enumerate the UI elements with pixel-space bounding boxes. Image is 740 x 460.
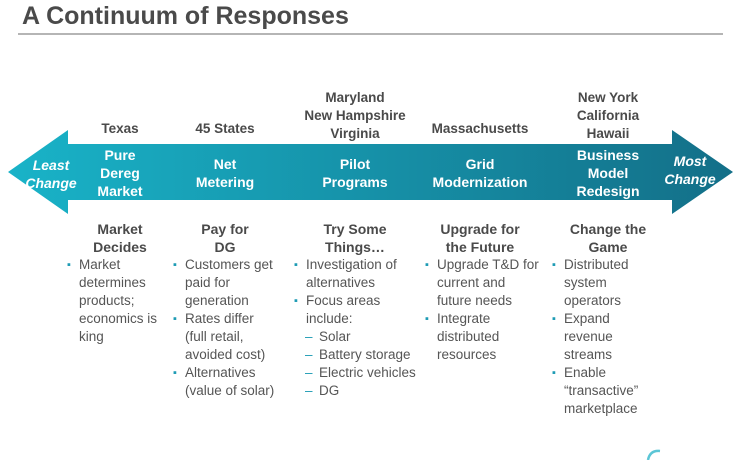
column-heading: Market Decides [93, 221, 147, 255]
double-arrow-shape [8, 130, 733, 214]
sub-list-item: Solar [294, 328, 416, 346]
approach-label: Grid Modernization [432, 156, 528, 190]
sub-list-item: Battery storage [294, 346, 416, 364]
states-label: Texas [101, 121, 139, 136]
column-heading: Upgrade for the Future [440, 221, 520, 255]
page-title: A Continuum of Responses [22, 2, 349, 30]
column-list: Investigation of alternativesFocus areas… [294, 256, 416, 400]
states-label: Massachusetts [431, 121, 529, 136]
approach-label: Pure Dereg Market [97, 147, 143, 199]
bullet-item: Investigation of alternatives [294, 256, 416, 292]
column-heading: Change the Game [569, 221, 647, 255]
column-heading: Pay for DG [201, 221, 249, 255]
approach-label: Net Metering [195, 156, 255, 190]
states-label: 45 States [195, 121, 255, 136]
sub-list-item: DG [294, 382, 416, 400]
bullet-item: Integrate distributed resources [425, 310, 540, 364]
bullet-item: Market determines products; economics is… [67, 256, 169, 346]
bullet-item: Alternatives (value of solar) [173, 364, 278, 400]
column-list: Distributed system operatorsExpand reven… [552, 256, 657, 418]
approach-label: Business Model Redesign [576, 147, 640, 199]
logo-icon [646, 449, 661, 460]
column-heading: Try Some Things… [323, 221, 387, 255]
bullet-item: Upgrade T&D for current and future needs [425, 256, 540, 310]
approach-label: Pilot Programs [322, 156, 388, 190]
bullet-item: Rates differ (full retail, avoided cost) [173, 310, 278, 364]
states-label: Maryland New Hampshire Virginia [304, 90, 406, 141]
bullet-item: Expand revenue streams [552, 310, 657, 364]
most-change-label: Most Change [664, 153, 716, 187]
sub-list-item: Electric vehicles [294, 364, 416, 382]
column-list: Customers get paid for generationRates d… [173, 256, 278, 400]
column-list: Market determines products; economics is… [67, 256, 169, 346]
bullet-item: Enable “transactive” marketplace [552, 364, 657, 418]
states-label: New York California Hawaii [576, 90, 640, 141]
least-change-label: Least Change [25, 157, 77, 191]
continuum-arrow [8, 130, 733, 214]
title-divider [18, 33, 723, 35]
bullet-item: Distributed system operators [552, 256, 657, 310]
column-list: Upgrade T&D for current and future needs… [425, 256, 540, 364]
bullet-item: Focus areas include: [294, 292, 416, 328]
bullet-item: Customers get paid for generation [173, 256, 278, 310]
